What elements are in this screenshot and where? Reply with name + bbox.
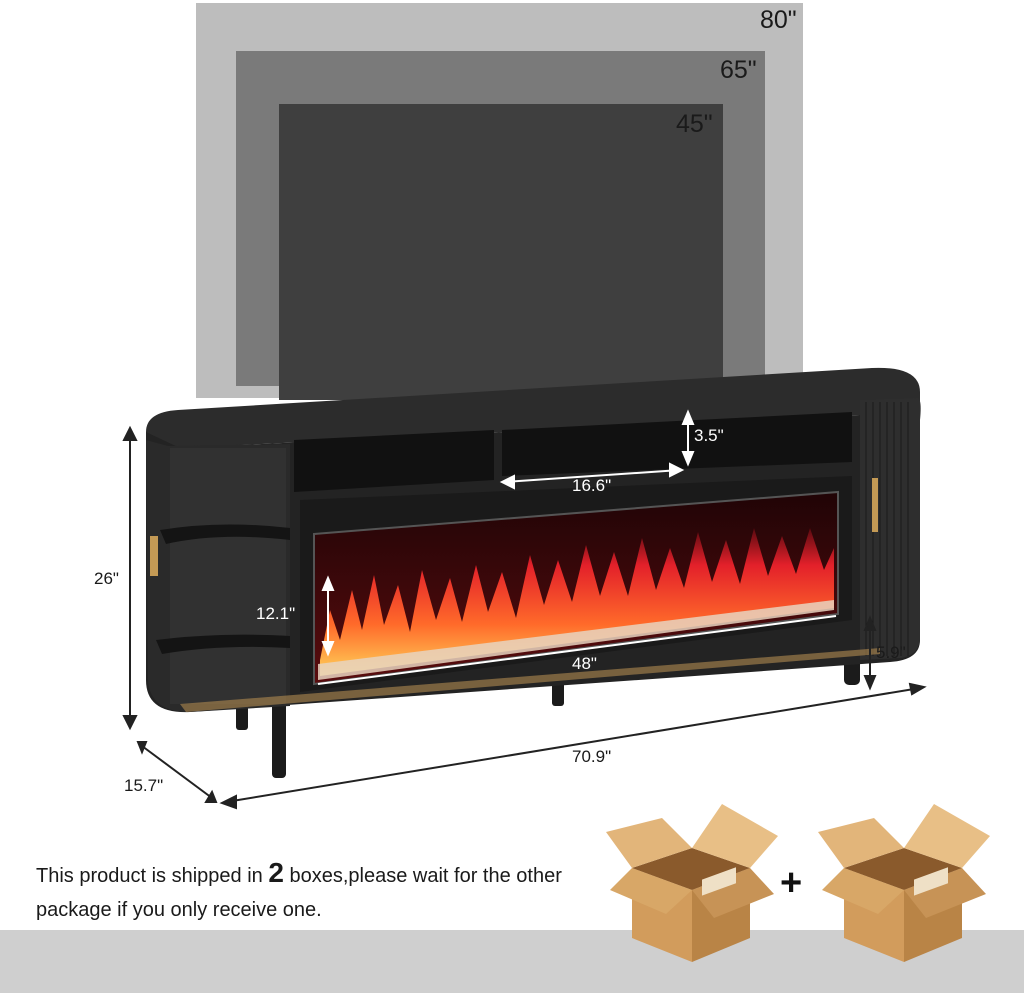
overall-height-label: 26" xyxy=(94,569,119,588)
dimension-lines xyxy=(122,425,927,810)
firebox-width-label: 48" xyxy=(572,654,597,673)
tv-45-label: 45" xyxy=(676,110,713,138)
overall-depth-label: 15.7" xyxy=(124,776,164,795)
shelf-width-label: 16.6" xyxy=(572,476,612,495)
overall-width-label: 70.9" xyxy=(572,747,612,766)
shipping-note-after: boxes,please wait for the other package … xyxy=(36,865,562,921)
box-icon xyxy=(818,804,990,962)
shipping-note-before: This product is shipped in xyxy=(36,865,269,887)
leg-height-label: 5.9" xyxy=(876,643,906,662)
flames xyxy=(320,528,834,676)
shelf-height-label: 3.5" xyxy=(694,426,724,445)
box-icon xyxy=(606,804,778,962)
right-tambour-door xyxy=(860,398,921,660)
tv-45-silhouette xyxy=(279,104,723,400)
cubby-left xyxy=(294,430,494,492)
fireplace-tv-stand xyxy=(122,367,927,810)
cubby-right xyxy=(502,412,852,476)
shipping-note: This product is shipped in 2 boxes,pleas… xyxy=(36,856,616,927)
firebox-height-label: 12.1" xyxy=(256,604,296,623)
box-count: 2 xyxy=(268,857,284,888)
plus-icon: + xyxy=(780,862,803,904)
dimension-lines-inner xyxy=(317,409,837,685)
stand-top xyxy=(146,367,920,449)
tv-80-label: 80" xyxy=(760,6,797,34)
tv-65-label: 65" xyxy=(720,56,757,84)
